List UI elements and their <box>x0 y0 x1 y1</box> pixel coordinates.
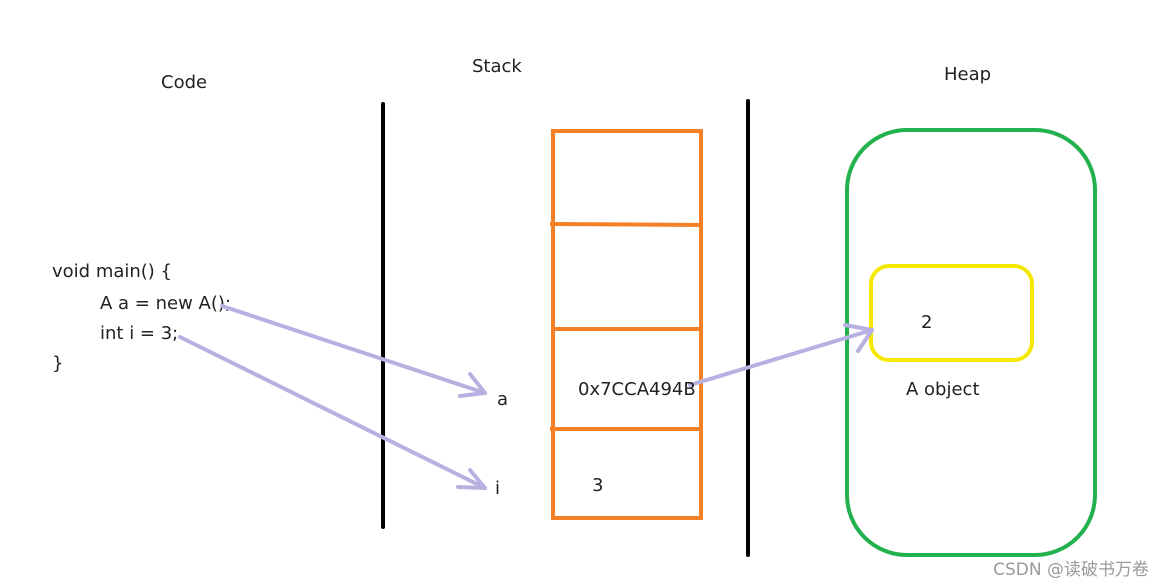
object-field-box <box>869 264 1034 362</box>
heap-header: Heap <box>944 64 992 85</box>
stack-header: Stack <box>472 56 522 77</box>
code-header: Code <box>161 72 208 93</box>
stack-var-i: i <box>495 478 501 499</box>
arrow-ref-to-heap-head <box>843 323 874 353</box>
arrow-i-to-stack <box>178 335 487 490</box>
code-line-new-a: A a = new A(); <box>100 293 231 314</box>
code-line-int-i: int i = 3; <box>100 323 179 344</box>
arrow-ref-to-heap <box>688 328 874 387</box>
arrow-a-to-stack <box>220 304 487 395</box>
object-field-value: 2 <box>921 312 933 333</box>
heap-region <box>845 128 1097 557</box>
stack-value-a: 0x7CCA494B <box>578 379 696 400</box>
arrow-i-to-stack-head <box>456 468 487 490</box>
stack-slot-divider <box>549 222 704 227</box>
stack-value-i: 3 <box>592 475 604 496</box>
code-line-main: void main() { <box>52 261 173 282</box>
arrow-a-to-stack-head <box>458 372 487 398</box>
stack-var-a: a <box>497 389 509 410</box>
watermark: CSDN @读破书万卷 <box>993 560 1149 580</box>
object-label: A object <box>906 379 980 400</box>
code-line-close: } <box>52 353 64 374</box>
stack-box <box>551 129 703 520</box>
